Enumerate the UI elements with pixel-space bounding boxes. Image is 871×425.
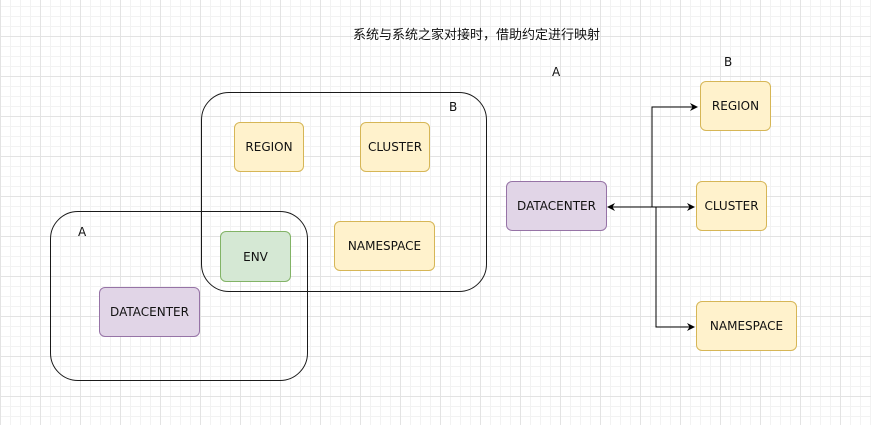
right-region-label: REGION bbox=[711, 99, 760, 113]
group-b-container[interactable] bbox=[201, 92, 487, 292]
left-datacenter-node[interactable]: DATACENTER bbox=[99, 287, 200, 337]
left-env-node[interactable]: ENV bbox=[220, 231, 291, 282]
right-datacenter-node[interactable]: DATACENTER bbox=[506, 181, 607, 231]
left-env-label: ENV bbox=[243, 249, 268, 264]
left-datacenter-label: DATACENTER bbox=[110, 305, 189, 319]
right-label-a: A bbox=[552, 65, 561, 79]
left-cluster-label: CLUSTER bbox=[367, 140, 423, 154]
right-label-b: B bbox=[724, 55, 733, 69]
arrow-datacenter-namespace bbox=[655, 207, 695, 331]
left-region-label: REGION bbox=[245, 140, 293, 154]
group-a-container[interactable] bbox=[50, 211, 308, 381]
group-b-label: B bbox=[449, 100, 458, 114]
left-region-node[interactable]: REGION bbox=[234, 122, 304, 172]
right-region-node[interactable]: REGION bbox=[700, 81, 771, 131]
diagram-title: 系统与系统之家对接时，借助约定进行映射 bbox=[353, 28, 601, 43]
right-namespace-label: NAMESPACE bbox=[709, 319, 784, 333]
group-a-label: A bbox=[78, 225, 87, 239]
right-cluster-label: CLUSTER bbox=[704, 199, 759, 213]
left-cluster-node[interactable]: CLUSTER bbox=[360, 122, 430, 172]
left-namespace-node[interactable]: NAMESPACE bbox=[334, 221, 435, 271]
right-cluster-node[interactable]: CLUSTER bbox=[696, 181, 767, 231]
right-datacenter-label: DATACENTER bbox=[517, 199, 596, 213]
arrow-datacenter-region bbox=[651, 103, 698, 207]
right-namespace-node[interactable]: NAMESPACE bbox=[696, 301, 797, 351]
left-namespace-label: NAMESPACE bbox=[347, 239, 422, 253]
